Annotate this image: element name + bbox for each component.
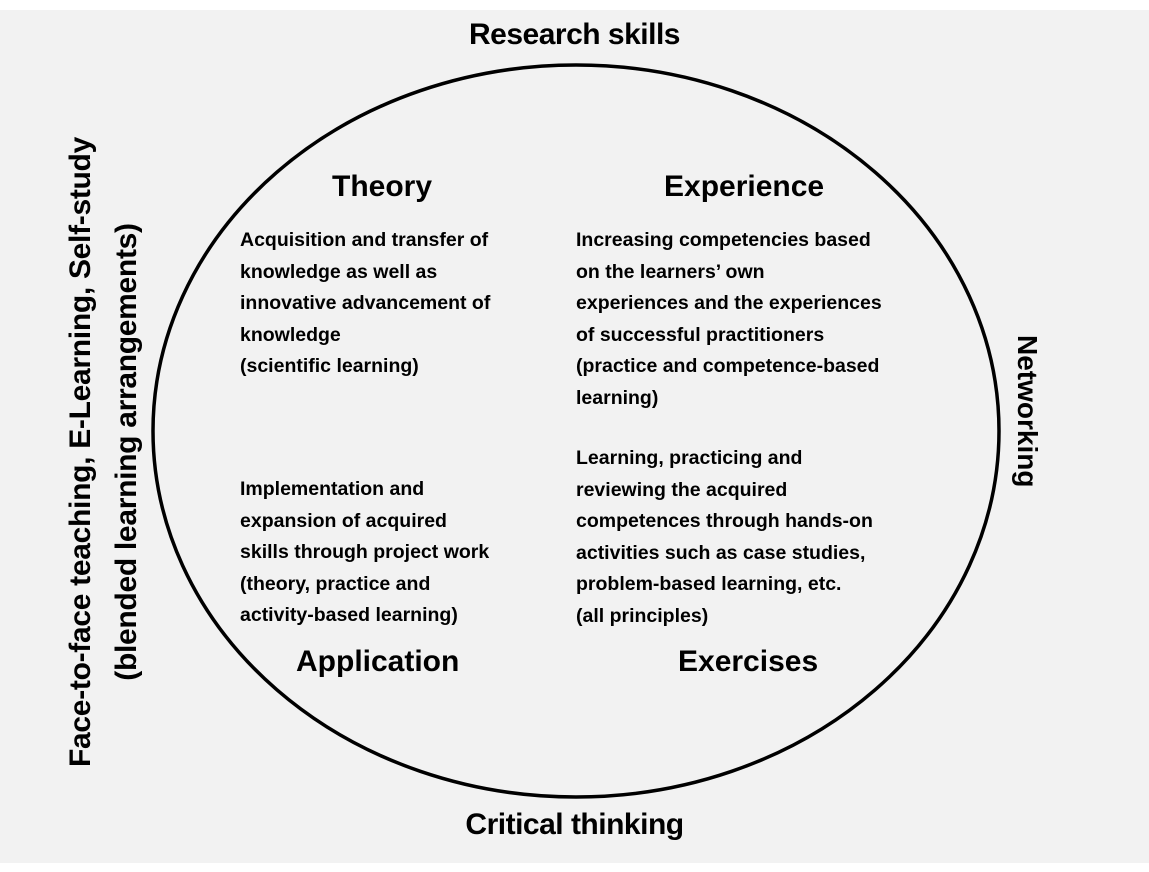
quadrant-text-theory: Acquisition and transfer of knowledge as… [240, 229, 491, 377]
top-label-research-skills: Research skills [469, 18, 680, 51]
quadrant-text-exercises: Learning, practicing and reviewing the a… [576, 447, 873, 627]
quadrant-title-application: Application [296, 645, 460, 678]
right-label-networking: Networking [1012, 335, 1043, 488]
quadrant-text-experience: Increasing competencies based on the lea… [576, 229, 882, 409]
quadrant-title-exercises: Exercises [678, 645, 819, 678]
left-label-teaching-formats: Face-to-face teaching, E-Learning, Self-… [64, 137, 143, 767]
diagram-background [0, 10, 1149, 863]
bottom-label-critical-thinking: Critical thinking [465, 808, 684, 841]
quadrant-title-experience: Experience [664, 170, 825, 203]
quadrant-text-application: Implementation and expansion of acquired… [240, 478, 490, 626]
quadrant-title-theory: Theory [332, 170, 433, 203]
